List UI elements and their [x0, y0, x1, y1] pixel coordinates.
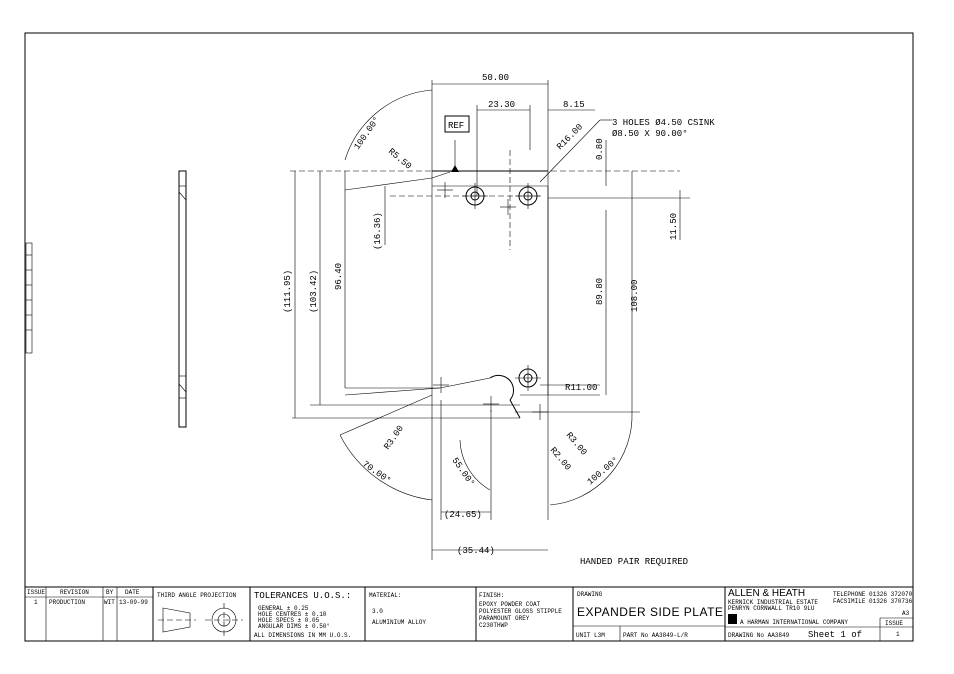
angle-70: 70.00°	[360, 459, 392, 486]
issue-box-value: 1	[896, 631, 900, 638]
harman-logo	[728, 614, 737, 624]
dim-111-95: (111.95)	[283, 270, 293, 313]
dim-96-40: 96.40	[334, 263, 344, 290]
finish-line-1: EPOXY POWDER COAT	[479, 601, 541, 608]
row-by: WIT	[104, 599, 115, 606]
dim-width-top: 50.00	[482, 73, 509, 83]
plate-outline	[292, 80, 640, 560]
ref-arrow	[451, 165, 459, 172]
radius-r2: R2.00	[548, 446, 573, 473]
title-block	[25, 587, 913, 641]
tol-angular: ANGULAR DIMS ± 0.50°	[258, 623, 330, 630]
tol-hole-centres: HOLE CENTRES ± 0.10	[258, 611, 327, 618]
radius-r3-right: R3.00	[564, 431, 589, 458]
dim-35-44: (35.44)	[457, 546, 495, 556]
sheet-number: Sheet 1 of	[808, 630, 862, 640]
tol-general: GENERAL ± 0.25	[258, 605, 309, 612]
angle-100-bottom: 100.00°	[586, 455, 621, 487]
dim-0-80: 0.80	[595, 138, 605, 160]
centre-lines	[290, 150, 680, 250]
material-title: MATERIAL:	[369, 592, 401, 599]
dim-width-inner: 23.30	[488, 100, 515, 110]
material-value: ALUMINIUM ALLOY	[372, 619, 426, 626]
dim-16-36: (16.36)	[373, 212, 383, 250]
finish-line-3: PARAMOUNT GREY	[479, 615, 530, 622]
angle-55: 55.00°	[450, 456, 477, 488]
third-angle-projection-symbol	[158, 603, 243, 637]
col-by: BY	[106, 589, 114, 596]
telephone: TELEPHONE 01326 372070	[833, 591, 913, 598]
company-address-1: KERNICK INDUSTRIAL ESTATE	[728, 599, 818, 606]
harman-note: A HARMAN INTERNATIONAL COMPANY	[740, 619, 848, 626]
finish-line-4: C230THWP	[479, 622, 508, 629]
row-date: 13-09-99	[119, 599, 148, 606]
unit-label: UNIT L3M	[576, 632, 605, 639]
dim-11-50: 11.50	[669, 213, 679, 240]
handed-pair-note: HANDED PAIR REQUIRED	[580, 557, 688, 567]
dim-offset-right: 8.15	[563, 100, 585, 110]
row-revision: PRODUCTION	[49, 599, 85, 606]
radius-top-right: R16.00	[555, 122, 585, 152]
row-issue: 1	[34, 599, 38, 606]
tolerances-title: TOLERANCES U.O.S.:	[254, 591, 351, 601]
issue-box-label: ISSUE	[885, 620, 903, 627]
col-date: DATE	[125, 589, 140, 596]
ref-box	[444, 115, 470, 133]
holes-note-line-1: 3 HOLES Ø4.50 CSINK	[612, 118, 715, 128]
part-number: PART No AA3849-L/R	[623, 632, 688, 639]
ref-label: REF	[448, 121, 464, 131]
hole-bottom	[515, 365, 541, 391]
material-thickness: 3.0	[372, 608, 383, 615]
radius-r11: R11.00	[565, 383, 597, 393]
crosshair-markers	[433, 182, 548, 420]
edge-view-center	[178, 170, 187, 428]
projection-label: THIRD ANGLE PROJECTION	[157, 592, 237, 599]
dim-108-00: 108.00	[630, 280, 640, 312]
drawing-border	[24, 32, 914, 642]
finish-title: FINISH:	[479, 592, 504, 599]
sheet-size: A3	[902, 610, 910, 617]
company-address-2: PENRYN CORNWALL TR10 9LU	[728, 605, 815, 612]
dimension-lines	[294, 83, 690, 551]
angle-top-left: 100.00°	[352, 115, 382, 152]
edge-view-left	[25, 242, 33, 354]
col-revision: REVISION	[60, 589, 89, 596]
finish-line-2: POLYESTER GLOSS STIPPLE	[479, 608, 562, 615]
drawing-title: EXPANDER SIDE PLATE	[577, 605, 723, 619]
radius-r3-left: R3.00	[382, 424, 406, 452]
col-issue: ISSUE	[27, 589, 45, 596]
dim-89-80: 89.80	[595, 278, 605, 305]
holes-note-line-2: Ø8.50 X 90.00°	[612, 129, 688, 139]
dim-103-42: (103.42)	[309, 270, 319, 313]
hole-top-left	[462, 183, 488, 209]
company-name: ALLEN & HEATH	[728, 588, 805, 599]
drawing-label: DRAWING	[577, 591, 603, 598]
tol-hole-specs: HOLE SPECS ± 0.05	[258, 617, 320, 624]
dim-24-65: (24.65)	[444, 510, 482, 520]
hole-top-right	[515, 183, 541, 209]
facsimile: FACSIMILE 01326 370736	[833, 598, 913, 605]
radius-top-left: R5.50	[386, 147, 413, 172]
drawing-number: DRAWING No AA3849	[728, 632, 790, 639]
tol-units: ALL DIMENSIONS IN MM U.O.S.	[254, 632, 351, 639]
